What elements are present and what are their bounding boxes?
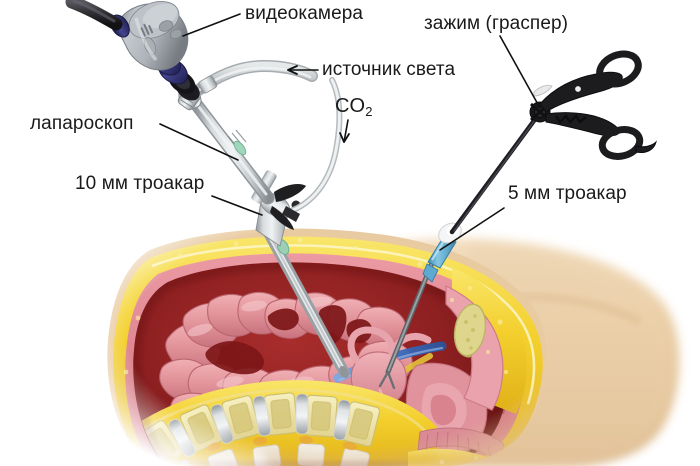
leader-zazhim (499, 35, 541, 109)
video-camera-head[interactable] (107, 0, 204, 105)
label-co2-text: CO (335, 95, 366, 117)
label-trocar-10mm: 10 мм троакар (75, 173, 205, 194)
leader-co2 (343, 119, 349, 143)
laparoscope-assembly (65, 0, 350, 379)
co2-insufflation-tube (282, 77, 343, 222)
label-co2-subscript: 2 (365, 104, 373, 119)
fat-speckles (123, 237, 509, 465)
leader-videokamera (182, 13, 241, 37)
label-trocar-5mm: 5 мм троакар (508, 183, 627, 204)
grasper-handle[interactable] (529, 49, 657, 161)
leader-laparoskop (159, 123, 239, 161)
label-video-camera: видеокамера (245, 3, 364, 24)
leader-trocar5 (439, 207, 505, 251)
light-source-cable (190, 59, 318, 98)
pelvic-wall-right (408, 268, 527, 466)
lumbar-vertebrae (133, 380, 438, 466)
camera-cable (65, 0, 123, 31)
laparoscope-shaft (189, 97, 275, 205)
label-grasper: зажим (граспер) (424, 13, 569, 34)
leader-lines (159, 13, 541, 251)
abdomen-cross-section (88, 228, 547, 466)
label-laparoscope: лапароскоп (30, 113, 134, 134)
label-light-source: источник света (322, 59, 456, 80)
label-co2: CO2 (335, 95, 373, 119)
leader-trocar10 (211, 195, 263, 216)
trocar-10mm-valve-lever[interactable] (274, 184, 306, 202)
grasper-assembly (378, 49, 657, 390)
grasper-shaft (449, 115, 539, 235)
